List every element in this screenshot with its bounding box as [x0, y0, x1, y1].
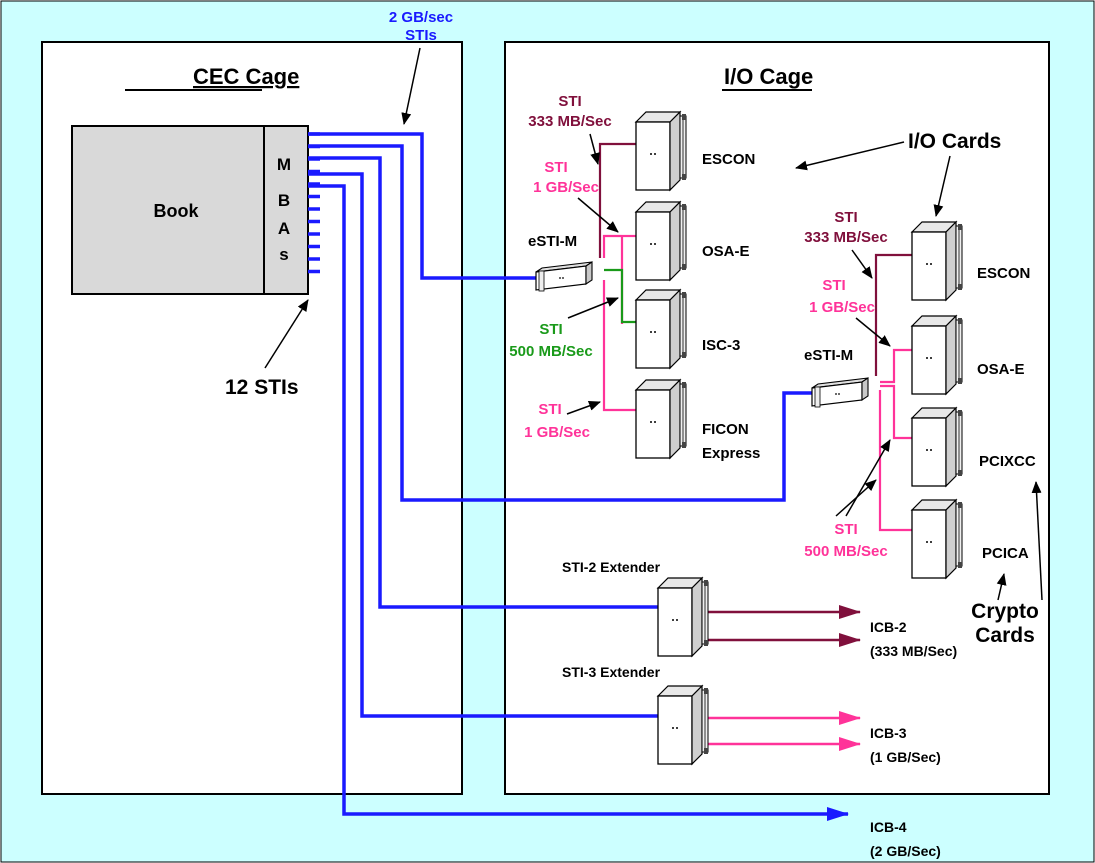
card-escon-left	[635, 111, 687, 191]
io-cage-box	[504, 41, 1050, 795]
left-pink-to-ficon	[602, 280, 636, 412]
right-sti-333-line2: 333 MB/Sec	[804, 229, 887, 246]
right-sti-333-pointer	[851, 249, 873, 279]
mba-letter: M	[277, 155, 291, 174]
right-pink-to-pcica	[878, 390, 912, 532]
io-cards-pointer-left	[795, 141, 905, 171]
io-cards-pointer-down	[933, 155, 951, 217]
left-sti-333-pointer	[589, 133, 600, 165]
left-sti-1gb-bottom-line2: 1 GB/Sec	[524, 424, 590, 441]
right-card-label-pcica: PCICA	[982, 545, 1029, 562]
card-isc-3	[635, 289, 687, 369]
book-box	[71, 125, 309, 295]
icb2-label-line2: (333 MB/Sec)	[870, 643, 957, 659]
left-esti-m-label: eSTI-M	[528, 233, 577, 250]
right-esti-m-label: eSTI-M	[804, 347, 853, 364]
left-card-label-escon: ESCON	[702, 151, 755, 168]
crypto-cards-line1: Crypto	[971, 600, 1039, 623]
right-card-label-pcixcc: PCIXCC	[979, 453, 1036, 470]
sti3-extender-label: STI-3 Extender	[562, 664, 661, 680]
card-escon-right	[911, 221, 963, 301]
card-pcica	[911, 499, 963, 579]
blue-sti-links	[308, 132, 849, 821]
io-cards-label: I/O Cards	[908, 130, 1001, 153]
mba-letter: s	[279, 245, 288, 264]
right-group-wiring	[874, 253, 912, 532]
left-sti-500-line1: STI	[539, 321, 562, 338]
top-link-label-line2: STIs	[405, 27, 437, 44]
right-maroon-to-escon	[874, 253, 912, 376]
right-sti-500-pointer-2	[835, 479, 877, 517]
icb3-label-line1: ICB-3	[870, 725, 907, 741]
left-card-label-osa-e: OSA-E	[702, 243, 750, 260]
left-sti-1gb-top-pointer	[577, 197, 619, 233]
icb4-label-line2: (2 GB/Sec)	[870, 843, 941, 859]
left-pink-to-osa	[602, 234, 622, 258]
left-sti-1gb-top-line2: 1 GB/Sec	[533, 179, 599, 196]
sti-link-left-esti	[308, 132, 536, 280]
card-sti-2-extender	[657, 577, 709, 657]
left-sti-1gb-bottom-pointer	[566, 401, 601, 415]
mba-letter: B	[278, 191, 290, 210]
right-card-label-escon: ESCON	[977, 265, 1030, 282]
left-sti-1gb-top-line1: STI	[544, 159, 567, 176]
left-card-label-ficon-line2: Express	[702, 445, 760, 462]
right-sti-333-line1: STI	[834, 209, 857, 226]
crypto-pointer-pcixcc	[1031, 481, 1043, 601]
crypto-cards-line2: Cards	[975, 624, 1035, 647]
right-card-label-osa-e: OSA-E	[977, 361, 1025, 378]
left-group-wiring	[598, 142, 636, 412]
top-link-label-line1: 2 GB/sec	[389, 9, 453, 26]
icb2-label-line1: ICB-2	[870, 619, 907, 635]
right-sti-500-line1: STI	[834, 521, 857, 538]
left-sti-500-pointer	[567, 297, 619, 319]
right-pink-to-pcixcc	[880, 384, 912, 440]
icb3-label-line2: (1 GB/Sec)	[870, 749, 941, 765]
left-sti-333-line1: STI	[558, 93, 581, 110]
left-card-label-isc-3: ISC-3	[702, 337, 740, 354]
io-cage-title: I/O Cage	[724, 64, 813, 89]
crypto-pointer-pcica	[996, 573, 1007, 601]
right-sti-1gb-pointer	[855, 317, 891, 347]
left-card-label-ficon-line1: FICON	[702, 421, 749, 438]
left-sti-333-line2: 333 MB/Sec	[528, 113, 611, 130]
sti-link-sti3-extender	[308, 172, 658, 718]
card-osa-e-left	[635, 201, 687, 281]
extender-outputs	[706, 605, 861, 751]
sti-link-right-esti	[308, 144, 812, 502]
twelve-stis-label: 12 STIs	[225, 376, 299, 399]
card-pcixcc	[911, 407, 963, 487]
icb4-label-line1: ICB-4	[870, 819, 907, 835]
card-ficon-express	[635, 379, 687, 459]
twelve-stis-pointer	[264, 299, 309, 369]
left-green-to-isc	[604, 268, 636, 324]
sti2-extender-label: STI-2 Extender	[562, 559, 661, 575]
left-sti-1gb-bottom-line1: STI	[538, 401, 561, 418]
right-sti-1gb-line2: 1 GB/Sec	[809, 299, 875, 316]
left-maroon-to-escon	[598, 142, 636, 258]
card-sti-3-extender	[657, 685, 709, 765]
card-osa-e-right	[911, 315, 963, 395]
left-sti-500-line2: 500 MB/Sec	[509, 343, 592, 360]
sti-link-icb4	[308, 184, 849, 821]
right-pink-to-osa	[880, 348, 912, 384]
book-label: Book	[154, 201, 200, 221]
right-sti-1gb-line1: STI	[822, 277, 845, 294]
cec-cage-title: CEC Cage	[193, 64, 299, 89]
top-link-pointer	[401, 47, 421, 125]
right-sti-500-pointer-1	[845, 439, 891, 517]
sti-link-sti2-extender	[308, 156, 658, 609]
right-sti-500-line2: 500 MB/Sec	[804, 543, 887, 560]
mba-letter: A	[278, 219, 290, 238]
